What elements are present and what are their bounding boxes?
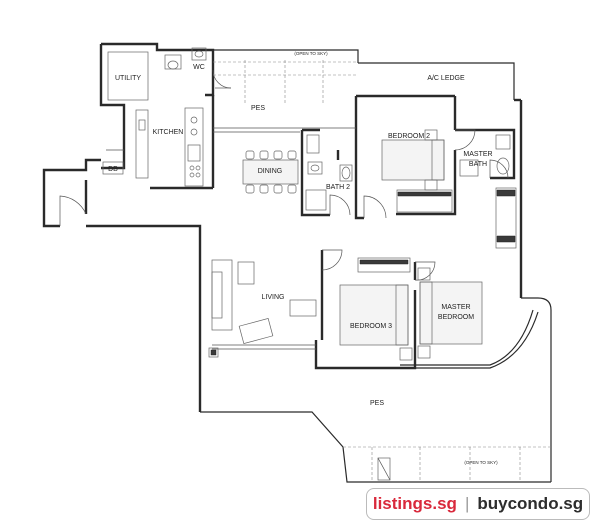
furniture [102,47,517,481]
interior-walls [212,94,539,370]
label-bath-2: BATH 2 [326,184,350,191]
label-open-to-sky-top: (OPEN TO SKY) [294,51,328,56]
label-db: DB [108,166,118,173]
label-pes-top: PES [251,105,265,112]
label-utility: UTILITY [115,75,141,82]
outer-walls [42,42,552,483]
label-bedroom-2: BEDROOM 2 [388,133,430,140]
room-labels: UTILITY WC KITCHEN DB PES (OPEN TO SKY) … [108,51,498,465]
label-open-to-sky-bottom: (OPEN TO SKY) [464,460,498,465]
label-ac-ledge: A/C LEDGE [427,75,465,82]
label-living: LIVING [262,294,285,301]
label-dining: DINING [258,168,283,175]
watermark-listings: listings.sg [372,494,457,513]
watermark-separator: | [464,494,470,513]
label-master-bedroom-1: MASTER [441,304,470,311]
watermark-banner: listings.sg | buycondo.sg [366,488,590,520]
watermark-buycondo: buycondo.sg [477,494,584,513]
label-master-bedroom-2: BEDROOM [438,314,474,321]
label-master-bath-1: MASTER [463,151,492,158]
label-wc: WC [193,64,205,71]
label-bedroom-3: BEDROOM 3 [350,323,392,330]
label-pes-bottom: PES [370,400,384,407]
label-kitchen: KITCHEN [153,129,184,136]
pes-dashed-grid [213,60,551,482]
label-master-bath-2: BATH [469,161,487,168]
